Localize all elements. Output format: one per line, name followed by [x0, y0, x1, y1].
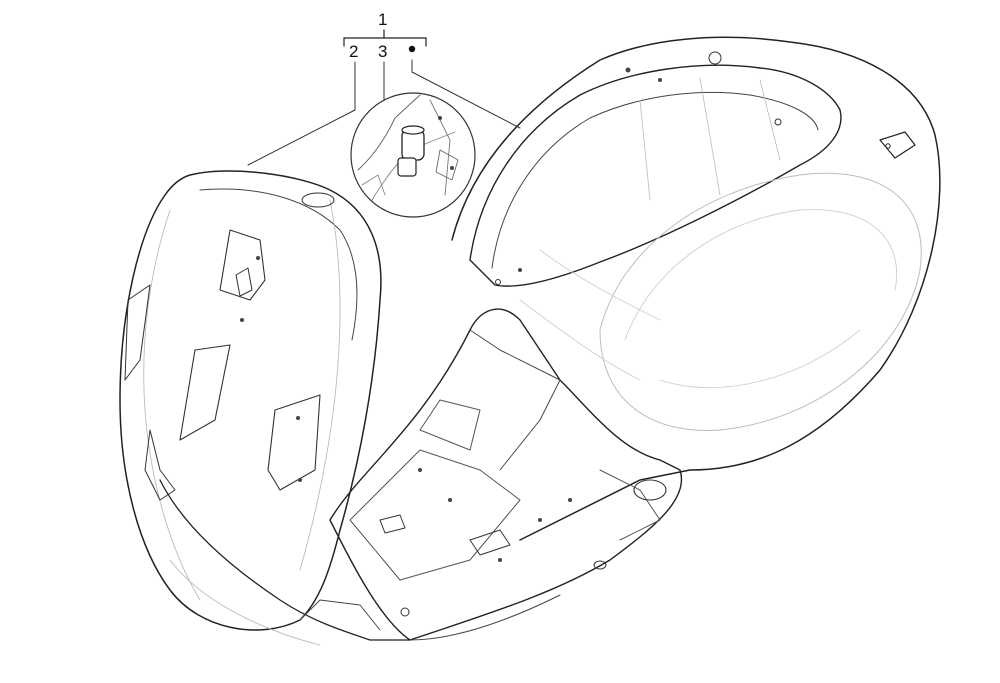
floorboard	[329, 308, 683, 641]
callout-number-3: 3	[378, 42, 388, 61]
scooter-body	[119, 36, 941, 646]
callout-bracket	[343, 29, 427, 47]
seat-opening	[469, 64, 842, 287]
rear-light-cutout	[879, 131, 916, 159]
bullet-marker	[408, 45, 416, 53]
detail-inset	[350, 92, 476, 218]
shield-side-vent	[267, 394, 321, 491]
shield-lower-opening	[179, 344, 231, 441]
leader-line-dot	[411, 59, 521, 129]
front-shield	[119, 170, 382, 631]
leader-line-2	[247, 61, 356, 166]
callout-number-2: 2	[349, 42, 359, 61]
shield-inner-trim	[219, 229, 266, 301]
horn-cover	[301, 192, 335, 208]
side-cowl-contour	[599, 172, 922, 431]
rear-body-outline	[451, 36, 941, 541]
callout-number-1: 1	[378, 10, 388, 29]
